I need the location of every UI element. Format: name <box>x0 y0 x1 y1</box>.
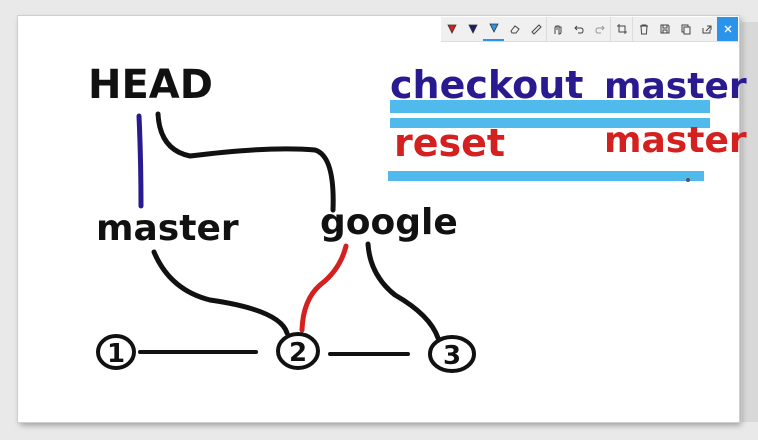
touch-writing-icon[interactable] <box>546 17 568 41</box>
google-to-commit2-line <box>299 243 349 333</box>
commit-1-circle <box>96 334 136 370</box>
command-1-target: master <box>604 66 747 107</box>
head-label: HEAD <box>88 62 213 108</box>
highlight-stroke <box>390 118 710 128</box>
eraser-icon[interactable] <box>504 17 525 41</box>
ruler-icon[interactable] <box>525 17 546 41</box>
share-icon[interactable] <box>696 17 717 41</box>
close-icon[interactable] <box>717 17 738 41</box>
commit-1-label: 1 <box>107 339 125 369</box>
pen-navy-icon[interactable] <box>462 17 483 41</box>
undo-icon[interactable] <box>568 17 589 41</box>
pen-blue-icon[interactable] <box>483 17 504 41</box>
window-edge-shadow <box>742 22 758 422</box>
head-to-google-line <box>155 111 336 213</box>
command-2-verb: reset <box>394 121 505 165</box>
copy-icon[interactable] <box>675 17 696 41</box>
google-to-commit3-line <box>365 241 441 341</box>
commit-2-circle <box>276 332 320 370</box>
highlight-stroke <box>388 171 704 181</box>
master-branch-label: master <box>96 208 239 249</box>
pen-red-icon[interactable] <box>441 17 462 41</box>
head-to-master-line <box>136 113 144 209</box>
delete-icon[interactable] <box>632 17 654 41</box>
commit-3-circle <box>428 335 476 373</box>
redo-icon[interactable] <box>589 17 610 41</box>
save-icon[interactable] <box>654 17 675 41</box>
highlight-stroke <box>390 100 710 113</box>
commit-2-label: 2 <box>289 338 307 368</box>
ink-toolbar <box>441 17 738 42</box>
commit-3-label: 3 <box>443 341 461 371</box>
master-to-commit2-line <box>151 249 290 336</box>
command-1-verb: checkout <box>390 63 583 107</box>
google-branch-label: google <box>320 202 458 243</box>
pen-cursor <box>686 178 690 182</box>
crop-icon[interactable] <box>610 17 632 41</box>
command-2-target: master <box>604 120 747 161</box>
